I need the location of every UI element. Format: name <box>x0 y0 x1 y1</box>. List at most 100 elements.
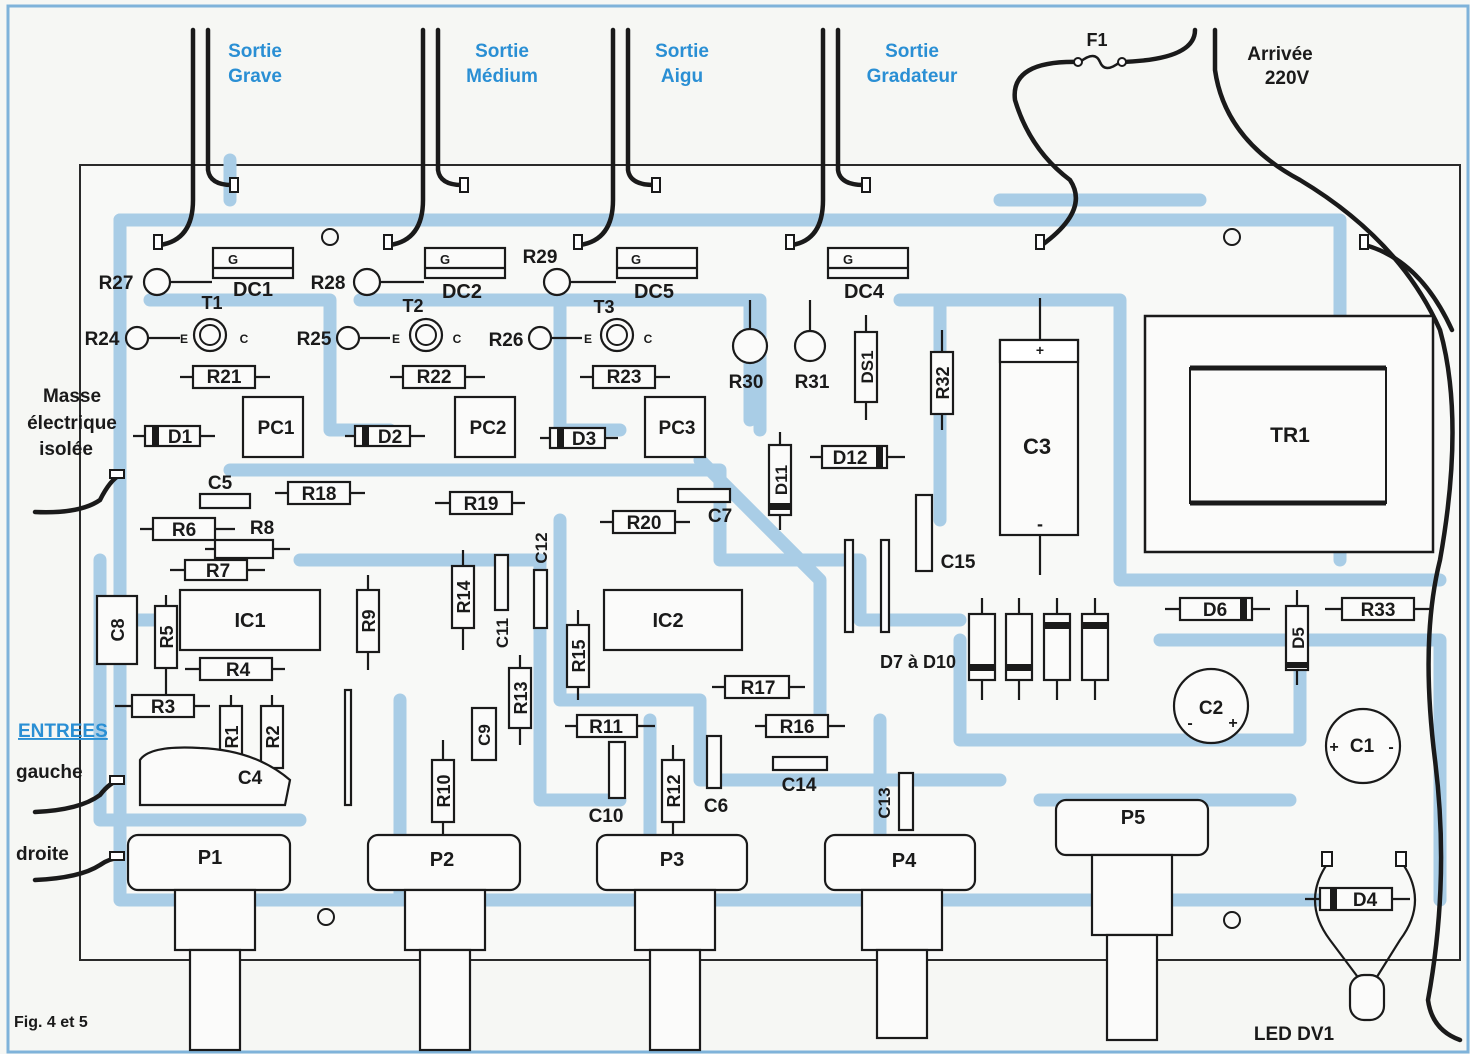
t3-c-label: C <box>644 332 653 346</box>
label-sortie-aigu-2: Aigu <box>661 66 703 87</box>
d3-label: D3 <box>572 429 596 450</box>
ground-label-3: isolée <box>39 439 93 460</box>
ground-label-2: électrique <box>27 413 117 434</box>
t2-c-label: C <box>453 332 462 346</box>
c1-plus: + <box>1329 739 1338 756</box>
input-left-label: gauche <box>16 762 83 783</box>
c10-label: C10 <box>589 806 624 827</box>
input-right-label: droite <box>16 844 69 865</box>
c3-minus: - <box>1037 514 1043 534</box>
r9-label: R9 <box>359 609 379 632</box>
c8-label: C8 <box>108 618 128 641</box>
dc1-g-label: G <box>228 252 238 267</box>
led-dv1 <box>1313 851 1417 1022</box>
pot-labels: P1 P2 P3 P4 P5 <box>198 807 1145 872</box>
t3-e-label: E <box>584 332 592 346</box>
ds1-label: DS1 <box>858 350 877 383</box>
label-sortie-gradateur-2: Gradateur <box>867 66 958 87</box>
p3-label: P3 <box>660 849 684 871</box>
r18-label: R18 <box>302 484 337 505</box>
dc5-g-label: G <box>631 252 641 267</box>
r31-label: R31 <box>795 372 830 393</box>
t2-e-label: E <box>392 332 400 346</box>
c6-label: C6 <box>704 796 728 817</box>
transistors <box>192 317 635 353</box>
d4-label: D4 <box>1353 890 1378 911</box>
label-sortie-medium-1: Sortie <box>475 41 529 62</box>
r33-label: R33 <box>1361 600 1396 621</box>
d7-d10-label: D7 à D10 <box>880 652 956 672</box>
r4-label: R4 <box>226 660 251 681</box>
dc1-label: DC1 <box>233 279 273 301</box>
c14-label: C14 <box>782 775 817 796</box>
d5-label: D5 <box>1289 627 1308 649</box>
dc-blocks <box>211 246 910 280</box>
r24-label: R24 <box>85 329 120 350</box>
r25-label: R25 <box>297 329 332 350</box>
diodes <box>133 315 1410 912</box>
r2-label: R2 <box>263 725 283 748</box>
integrated-circuits <box>178 588 744 652</box>
led-label: LED DV1 <box>1254 1024 1335 1045</box>
dc2-g-label: G <box>440 252 450 267</box>
label-sortie-grave-1: Sortie <box>228 41 282 62</box>
optocouplers <box>241 395 707 459</box>
r21-label: R21 <box>207 367 242 388</box>
c9-label: C9 <box>475 724 494 746</box>
label-sortie-grave-2: Grave <box>228 66 282 87</box>
p4-label: P4 <box>892 850 917 872</box>
c12-label: C12 <box>532 532 551 563</box>
mounting-holes <box>317 228 1241 929</box>
r26-label: R26 <box>489 330 524 351</box>
t2-label: T2 <box>402 296 423 316</box>
d2-label: D2 <box>378 427 402 448</box>
pc2-label: PC2 <box>470 418 507 439</box>
fuse-label: F1 <box>1086 30 1107 50</box>
output-labels: Sortie Grave Sortie Médium Sortie Aigu S… <box>228 41 958 87</box>
inputs-title: ENTREES <box>18 721 108 742</box>
c5-label: C5 <box>208 473 233 494</box>
label-sortie-aigu-1: Sortie <box>655 41 709 62</box>
transistor-labels: T1 T2 T3 E C E C E C <box>180 293 653 346</box>
figure-caption: Fig. 4 et 5 <box>14 1014 88 1031</box>
r29-label: R29 <box>523 247 558 268</box>
r14-label: R14 <box>454 580 474 613</box>
c2-plus: + <box>1228 715 1237 732</box>
c1-label: C1 <box>1350 736 1375 757</box>
ic1-label: IC1 <box>234 610 265 632</box>
r30-label: R30 <box>729 372 764 393</box>
r32-label: R32 <box>933 366 953 399</box>
r28-label: R28 <box>311 273 346 294</box>
r20-label: R20 <box>627 513 662 534</box>
r10-label: R10 <box>434 774 454 807</box>
ground-label-1: Masse <box>43 386 101 407</box>
wire-pins <box>109 177 1369 861</box>
r22-label: R22 <box>417 367 452 388</box>
round-resistor-pads <box>124 267 827 365</box>
dc4-label: DC4 <box>844 281 885 303</box>
r8-label: R8 <box>250 518 274 539</box>
r12-label: R12 <box>664 774 684 807</box>
capacitor-labels: C5 C7 C15 C3 + - C4 C10 C6 C14 C2 - + C1… <box>108 342 1394 827</box>
label-sortie-gradateur-1: Sortie <box>885 41 939 62</box>
mains-label-2: 220V <box>1265 68 1310 89</box>
t1-c-label: C <box>240 332 249 346</box>
resistor-labels: R27 R28 R29 R24 R25 R26 R30 R31 R21 R22 … <box>85 247 1396 808</box>
capacitors <box>95 298 1402 832</box>
c2-label: C2 <box>1199 698 1223 719</box>
t1-label: T1 <box>201 293 222 313</box>
r5-label: R5 <box>157 625 177 648</box>
ic-labels: PC1 PC2 PC3 IC1 IC2 TR1 <box>234 418 1310 632</box>
p2-label: P2 <box>430 849 454 871</box>
vertical-resistors <box>153 330 955 840</box>
ic2-label: IC2 <box>652 610 683 632</box>
p1-label: P1 <box>198 847 222 869</box>
t3-label: T3 <box>593 297 614 317</box>
c2-minus: - <box>1187 715 1192 732</box>
transformer-tr1 <box>1143 314 1435 554</box>
c4-label: C4 <box>238 768 263 789</box>
c15-label: C15 <box>941 552 976 573</box>
c7-label: C7 <box>708 506 732 527</box>
c3-plus: + <box>1036 342 1044 358</box>
